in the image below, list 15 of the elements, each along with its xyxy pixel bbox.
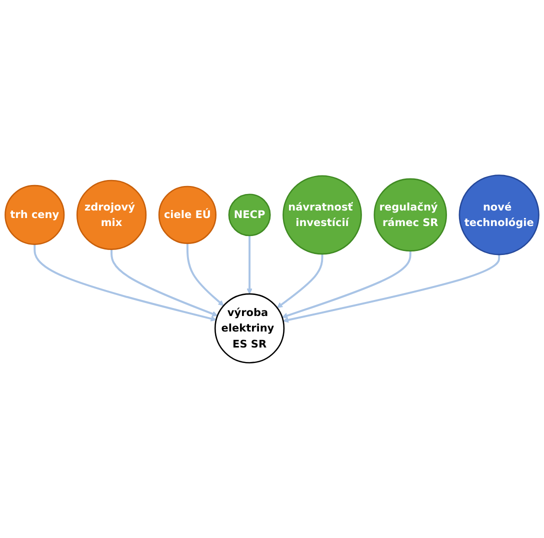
arrow	[110, 249, 218, 317]
node-circle: výroba elektriny ES SR	[214, 293, 285, 364]
arrow	[246, 236, 252, 294]
arrow	[282, 250, 412, 318]
node-circle: ciele EÚ	[158, 186, 216, 244]
arrow	[34, 244, 216, 322]
node-circle: návratnosť investícií	[282, 175, 362, 255]
arrow	[282, 254, 500, 323]
arrow	[276, 254, 324, 308]
arrow	[186, 243, 224, 306]
node-circle: regulačný rámec SR	[374, 178, 447, 252]
node-circle: trh ceny	[4, 184, 65, 245]
node-circle: NECP	[228, 194, 271, 236]
node-circle: nové technológie	[458, 174, 540, 256]
node-circle: zdrojový mix	[76, 180, 147, 250]
